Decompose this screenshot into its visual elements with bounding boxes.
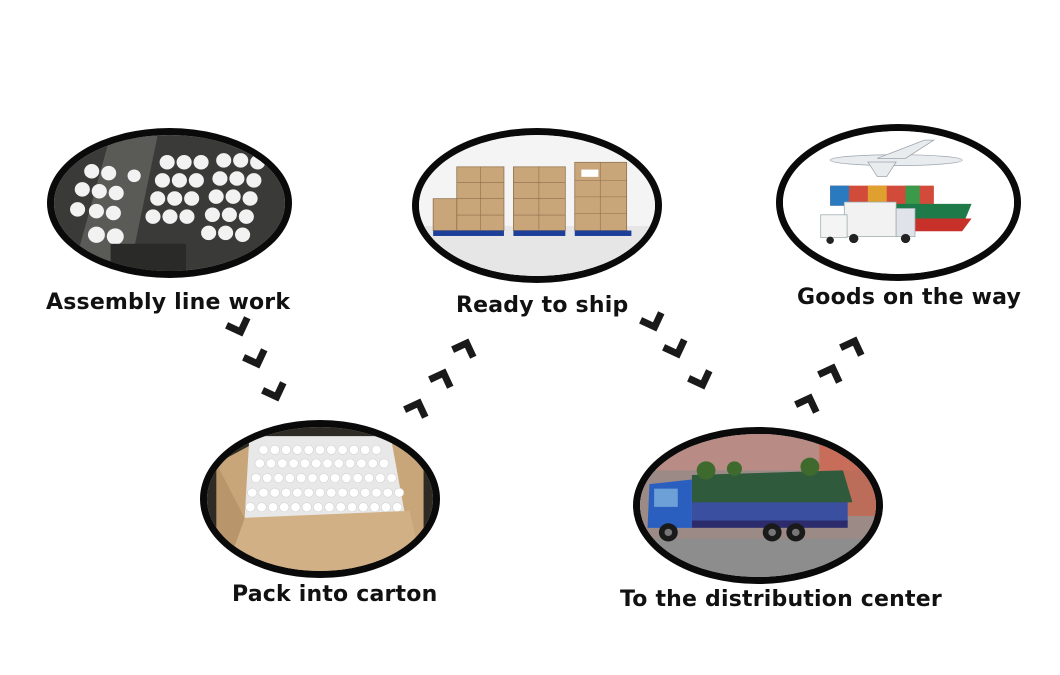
cargo-truck-photo xyxy=(633,427,883,584)
step-label-on-the-way: Goods on the way xyxy=(797,285,1022,310)
pallet-cartons-photo xyxy=(412,128,662,283)
assembly-line-photo xyxy=(47,128,292,278)
arrow-down-right-2 xyxy=(641,313,713,389)
step-label-carton: Pack into carton xyxy=(232,582,438,607)
arrow-up-right-1 xyxy=(405,339,477,417)
step-label-ready: Ready to ship xyxy=(456,293,629,318)
carton-photo xyxy=(200,420,440,578)
step-label-assembly: Assembly line work xyxy=(46,290,291,315)
logistics-photo xyxy=(776,124,1021,281)
arrow-down-right-1 xyxy=(227,318,287,401)
step-label-distribution: To the distribution center xyxy=(620,587,942,612)
arrow-up-right-2 xyxy=(796,337,865,412)
